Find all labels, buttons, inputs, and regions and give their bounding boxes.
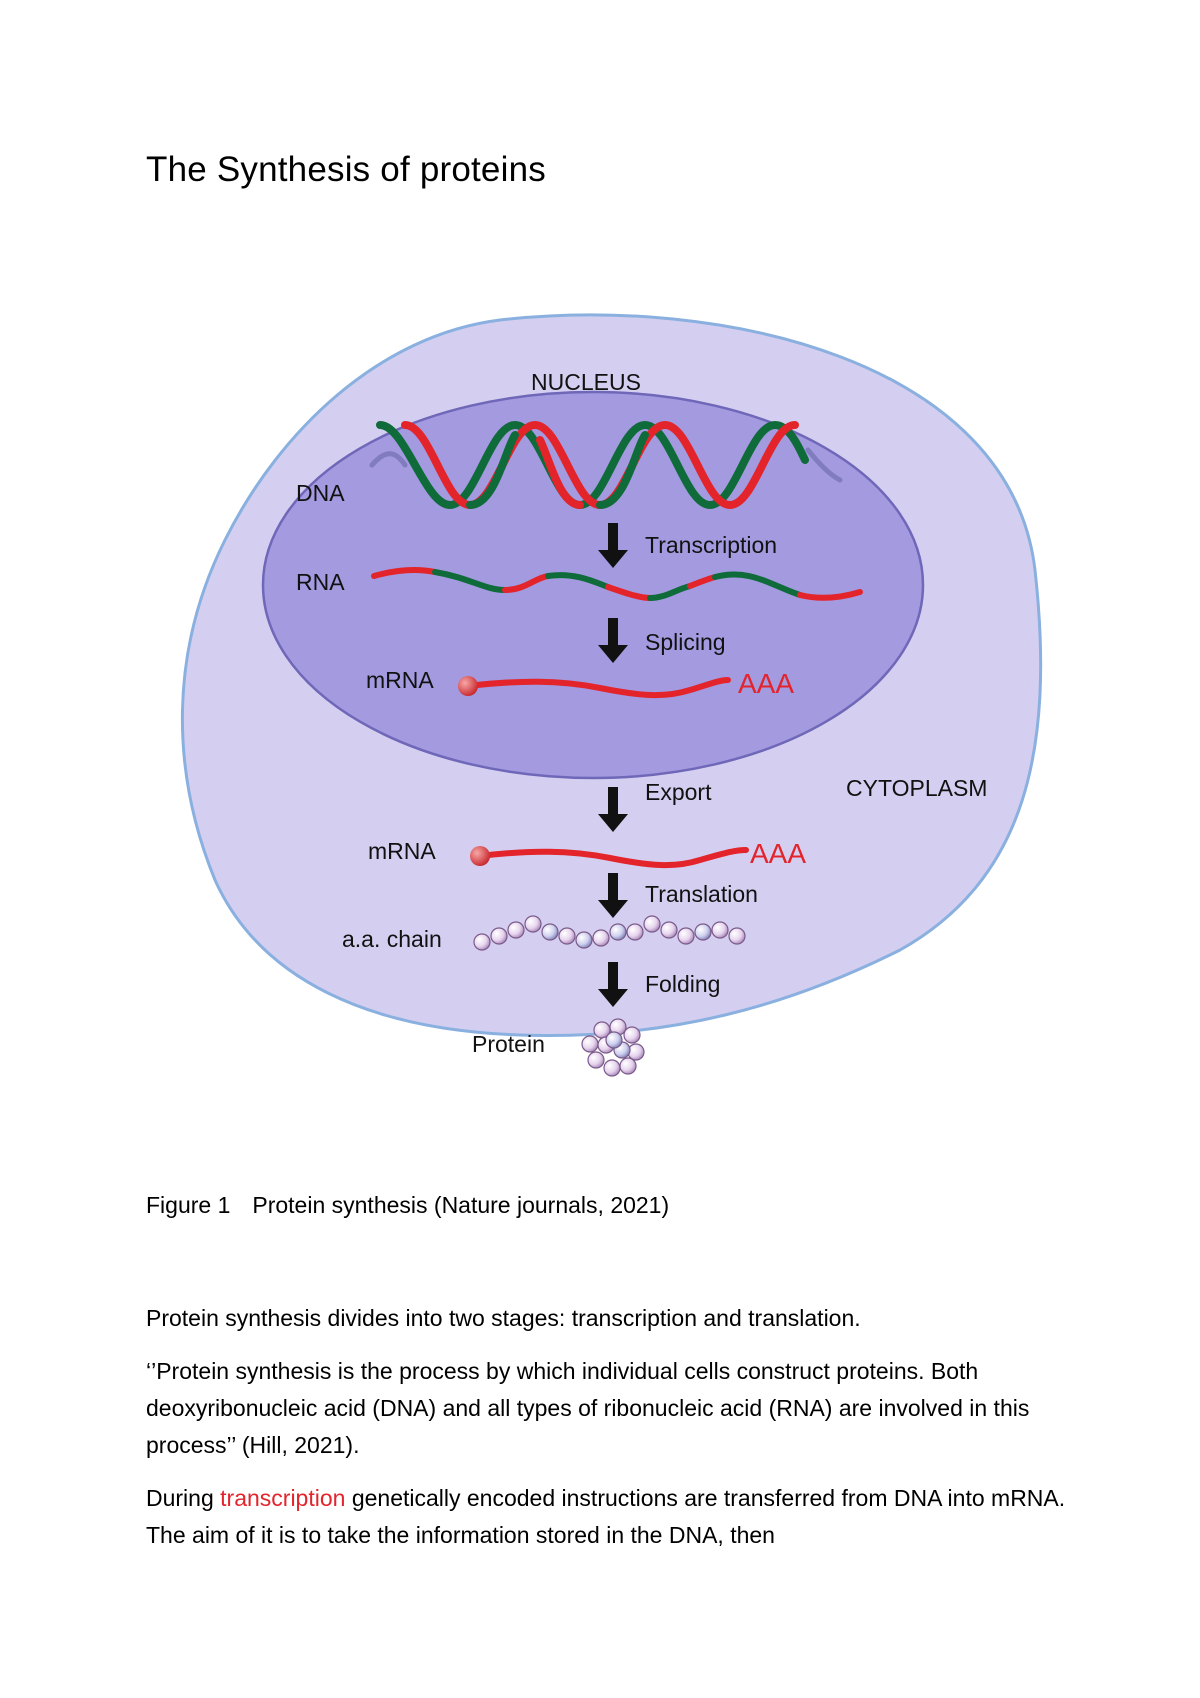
paragraph-3: During transcription genetically encoded… — [146, 1480, 1076, 1554]
rna-label: RNA — [296, 569, 345, 595]
mrna-cytoplasm: AAA — [470, 838, 806, 869]
folded-protein — [581, 1018, 645, 1077]
translation-arrow — [598, 873, 628, 918]
protein-synthesis-figure: NUCLEUS CYTOPLASM DNA RNA mRNA mRNA a.a.… — [0, 300, 1200, 1140]
step-splicing: Splicing — [645, 629, 726, 655]
paragraph-3-start: During — [146, 1485, 221, 1511]
transcription-arrow — [598, 523, 628, 568]
splicing-arrow — [598, 618, 628, 663]
amino-acid-chain — [473, 915, 746, 951]
nucleus — [261, 390, 925, 780]
paragraph-2: ‘’Protein synthesis is the process by wh… — [146, 1358, 1030, 1458]
figure-caption-text: Protein synthesis (Nature journals, 2021… — [252, 1192, 670, 1218]
poly-a-tail-cytoplasm: AAA — [750, 838, 806, 869]
mrna-nucleus-label: mRNA — [366, 667, 434, 693]
mrna-cap-cytoplasm — [470, 846, 490, 866]
dna-helix — [369, 420, 843, 510]
figure-caption-number: Figure 1 — [146, 1192, 231, 1218]
dna-label: DNA — [296, 480, 345, 506]
folding-arrow — [598, 962, 628, 1007]
protein-label: Protein — [472, 1031, 545, 1057]
figure-canvas: NUCLEUS CYTOPLASM DNA RNA mRNA mRNA a.a.… — [180, 313, 1043, 1077]
highlighted-term-transcription: transcription — [220, 1485, 346, 1511]
body-text: Protein synthesis divides into two stage… — [146, 1300, 1076, 1570]
aa-chain-label: a.a. chain — [342, 926, 442, 952]
poly-a-tail-nucleus: AAA — [738, 668, 794, 699]
mrna-cytoplasm-label: mRNA — [368, 838, 436, 864]
step-translation: Translation — [645, 881, 758, 907]
paragraph-3-rest: genetically encoded instructions are tra… — [146, 1485, 1066, 1548]
rna-strand — [371, 566, 863, 601]
step-transcription: Transcription — [645, 532, 777, 558]
step-folding: Folding — [645, 971, 720, 997]
dna-strand-green — [376, 420, 809, 510]
nucleus-label: NUCLEUS — [531, 369, 641, 395]
figure-caption: Figure 1 Protein synthesis (Nature journa… — [146, 1192, 669, 1219]
mrna-nucleus: AAA — [458, 668, 794, 699]
paragraph-1: Protein synthesis divides into two stage… — [146, 1305, 861, 1331]
export-arrow — [598, 787, 628, 832]
mrna-cap-nucleus — [458, 676, 478, 696]
cytoplasm-label: CYTOPLASM — [846, 775, 987, 801]
step-export: Export — [645, 779, 712, 805]
page-title: The Synthesis of proteins — [146, 150, 546, 189]
